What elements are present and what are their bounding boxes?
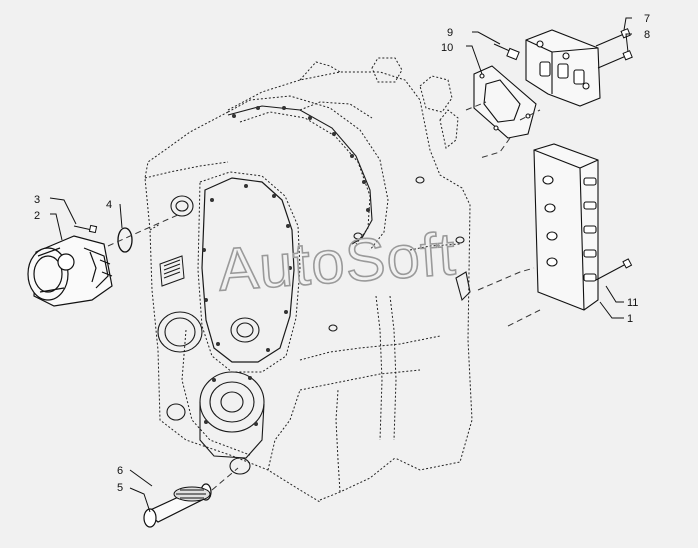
flange-bolts [202,106,370,426]
part-1-control-valve-block [533,143,599,311]
callout-5: 5 [117,482,123,494]
housing-details [157,105,471,475]
part-6-strainer [173,486,211,502]
transmission-housing [144,57,473,503]
callout-9: 9 [447,27,453,39]
part-2-pump [27,235,113,307]
callout-8: 8 [644,29,650,41]
callout-4: 4 [106,199,112,211]
part-3-bolt [73,224,98,234]
part-9-sensor [493,43,520,61]
callout-2: 2 [34,210,40,222]
identification-plate [159,255,185,287]
part-7-bolt [595,28,631,47]
callout-7: 7 [644,13,650,25]
callout-11: 11 [627,297,638,309]
part-11-bolt [595,258,633,281]
assembly-lines [107,101,541,491]
valve-housing [525,29,601,107]
leader-lines [49,17,632,513]
callout-10: 10 [441,42,453,54]
callout-3: 3 [34,194,40,206]
part-4-o-ring [117,227,133,253]
callout-6: 6 [117,465,123,477]
callout-1: 1 [627,313,633,325]
part-8-bolt [597,50,633,69]
callouts: 3 2 4 6 5 9 10 7 8 11 1 [34,13,650,494]
